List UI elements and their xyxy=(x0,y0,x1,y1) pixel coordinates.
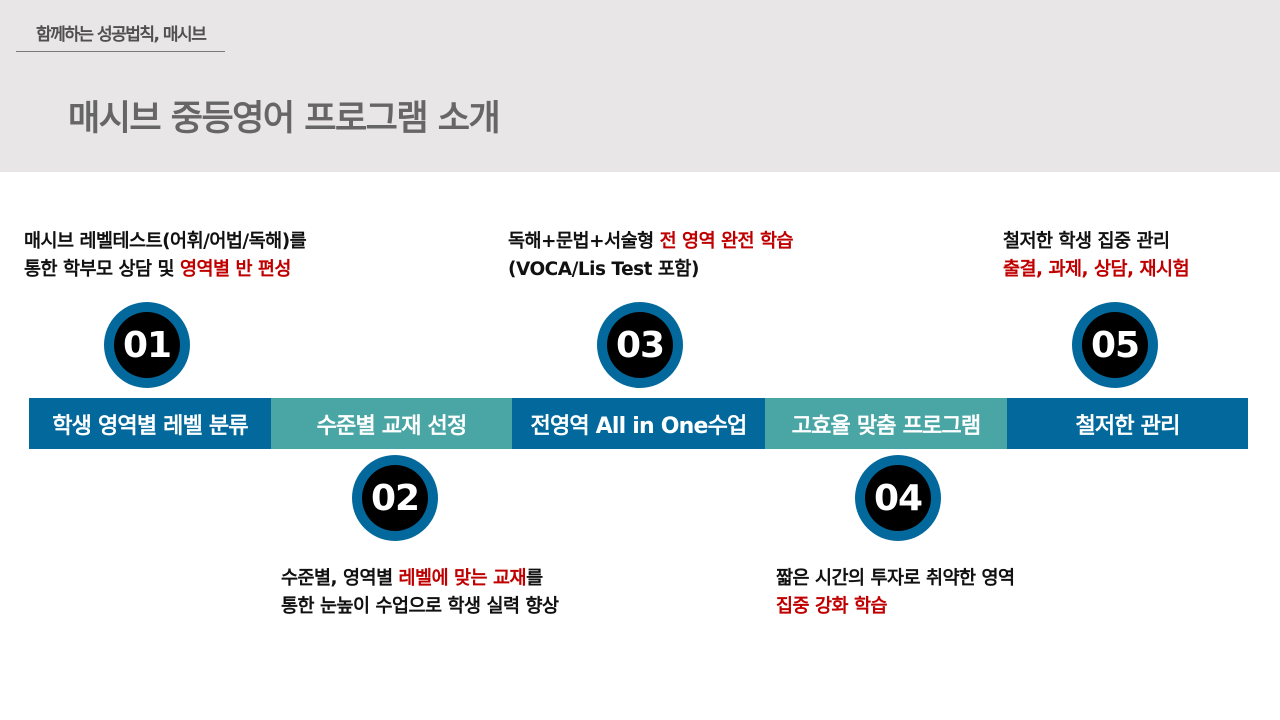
desc-line-2: 통한 눈높이 수업으로 학생 실력 향상 xyxy=(281,596,559,617)
step-number: 01 xyxy=(114,312,180,378)
desc-line-1: 철저한 학생 집중 관리 xyxy=(1003,231,1170,252)
step-bar-05: 철저한 관리 xyxy=(1007,398,1248,449)
step-bar-02: 수준별 교재 선정 xyxy=(271,398,512,449)
step-description-02: 수준별, 영역별 레벨에 맞는 교재를 통한 눈높이 수업으로 학생 실력 향상 xyxy=(281,565,559,621)
step-bar-01: 학생 영역별 레벨 분류 xyxy=(29,398,271,449)
desc-highlight: 집중 강화 학습 xyxy=(776,596,888,617)
desc-highlight: 출결, 과제, 상담, 재시험 xyxy=(1003,259,1190,280)
desc-text: 수준별, 영역별 xyxy=(281,568,399,589)
step-number-badge-05: 05 xyxy=(1072,302,1158,388)
step-label: 철저한 관리 xyxy=(1075,413,1180,439)
step-number: 03 xyxy=(607,312,673,378)
desc-text: 를 xyxy=(526,568,543,589)
brand-divider xyxy=(16,51,225,52)
step-number: 04 xyxy=(865,465,931,531)
step-label: 고효율 맞춤 프로그램 xyxy=(791,413,981,439)
desc-highlight: 전 영역 완전 학습 xyxy=(659,231,794,252)
desc-line-1: 매시브 레벨테스트(어휘/어법/독해)를 xyxy=(24,231,307,252)
desc-line-1: 독해+문법+서술형 전 영역 완전 학습 xyxy=(508,228,794,256)
header-band: 함께하는 성공법칙, 매시브 매시브 중등영어 프로그램 소개 xyxy=(0,0,1280,172)
desc-line-2: (VOCA/Lis Test 포함) xyxy=(508,259,699,280)
step-label: 전영역 All in One수업 xyxy=(530,413,748,439)
step-label: 학생 영역별 레벨 분류 xyxy=(52,413,248,439)
desc-line-1: 수준별, 영역별 레벨에 맞는 교재를 xyxy=(281,565,559,593)
brand-slogan: 함께하는 성공법칙, 매시브 xyxy=(36,25,207,45)
desc-line-2: 통한 학부모 상담 및 영역별 반 편성 xyxy=(24,256,306,284)
desc-line-1: 짧은 시간의 투자로 취약한 영역 xyxy=(776,568,1015,589)
step-number: 02 xyxy=(362,465,428,531)
step-number: 05 xyxy=(1082,312,1148,378)
step-description-04: 짧은 시간의 투자로 취약한 영역 집중 강화 학습 xyxy=(776,565,1015,621)
step-description-01: 매시브 레벨테스트(어휘/어법/독해)를 통한 학부모 상담 및 영역별 반 편… xyxy=(24,228,307,284)
desc-text: 통한 학부모 상담 및 xyxy=(24,259,180,280)
desc-highlight: 영역별 반 편성 xyxy=(179,259,292,280)
step-bar-04: 고효율 맞춤 프로그램 xyxy=(765,398,1007,449)
page-title: 매시브 중등영어 프로그램 소개 xyxy=(68,99,501,139)
step-description-05: 철저한 학생 집중 관리 출결, 과제, 상담, 재시험 xyxy=(1003,228,1190,284)
step-number-badge-03: 03 xyxy=(597,302,683,388)
step-description-03: 독해+문법+서술형 전 영역 완전 학습 (VOCA/Lis Test 포함) xyxy=(508,228,794,284)
step-label: 수준별 교재 선정 xyxy=(316,413,468,439)
step-number-badge-04: 04 xyxy=(855,455,941,541)
desc-highlight: 레벨에 맞는 교재 xyxy=(398,568,527,589)
desc-text: 독해+문법+서술형 xyxy=(508,231,660,252)
step-number-badge-01: 01 xyxy=(104,302,190,388)
step-number-badge-02: 02 xyxy=(352,455,438,541)
step-bar-03: 전영역 All in One수업 xyxy=(512,398,765,449)
